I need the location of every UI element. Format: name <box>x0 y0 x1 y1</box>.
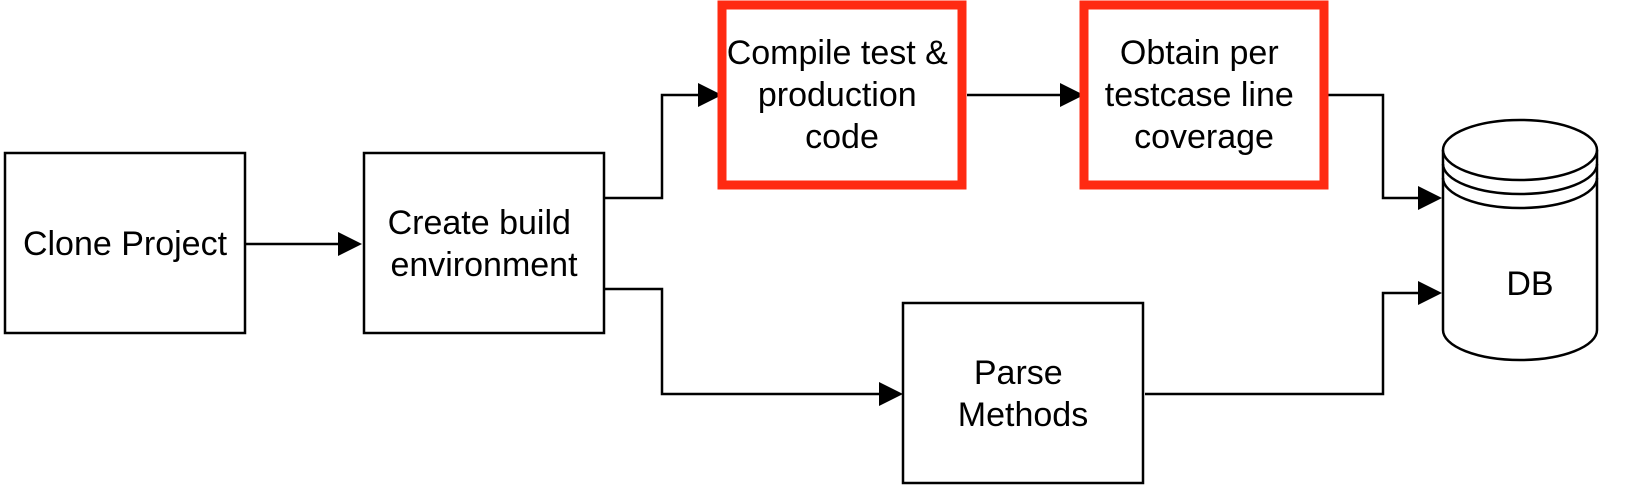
node-db-label: DB <box>1506 265 1553 303</box>
edge-parse-to-db <box>1145 291 1432 396</box>
node-create-build-environment: Create build environment <box>362 151 606 335</box>
edge-coverage-to-db <box>1328 93 1432 200</box>
edge-build-to-parse <box>605 287 893 396</box>
node-coverage-line-1: Obtain per <box>1120 34 1279 72</box>
node-compile-line-1: Compile test & <box>727 34 948 72</box>
svg-text:Create build environment: Create build environment <box>388 204 581 284</box>
node-compile-line-3: code <box>805 118 879 156</box>
arrowhead-db-top <box>1418 186 1442 210</box>
arrowhead-coverage <box>1060 83 1084 107</box>
edge-build-to-compile <box>605 93 712 200</box>
node-compile-test-production-code: Compile test & production code <box>717 0 967 190</box>
node-parse-line-2: Methods <box>958 396 1088 434</box>
arrowhead-build <box>338 232 362 256</box>
node-coverage-line-2: testcase line <box>1105 76 1294 114</box>
node-coverage-line-3: coverage <box>1134 118 1274 156</box>
node-build-line-1: Create build <box>388 204 571 242</box>
arrowhead-parse <box>879 382 903 406</box>
node-clone-line-1: Clone Project <box>23 225 228 263</box>
svg-text:Compile test & productio: Compile test & production code <box>727 34 958 156</box>
node-obtain-per-testcase-line-coverage: Obtain per testcase line coverage <box>1079 0 1329 190</box>
node-compile-line-2: production <box>758 76 917 114</box>
node-db-database-icon: DB <box>1441 118 1599 362</box>
svg-text:Obtain per testcase line: Obtain per testcase line coverage <box>1105 34 1303 156</box>
node-parse-methods: Parse Methods <box>901 301 1145 485</box>
svg-text:Parse Methods: Parse Methods <box>958 354 1088 434</box>
node-parse-line-1: Parse <box>974 354 1063 392</box>
arrowhead-db-bottom <box>1418 281 1442 305</box>
svg-text:Clone Project: Clone Project <box>23 225 228 263</box>
node-build-line-2: environment <box>390 246 578 284</box>
svg-text:DB: DB <box>1506 265 1553 303</box>
arrowhead-compile <box>698 83 722 107</box>
node-clone-project: Clone Project <box>3 151 247 335</box>
edges <box>240 83 1442 406</box>
